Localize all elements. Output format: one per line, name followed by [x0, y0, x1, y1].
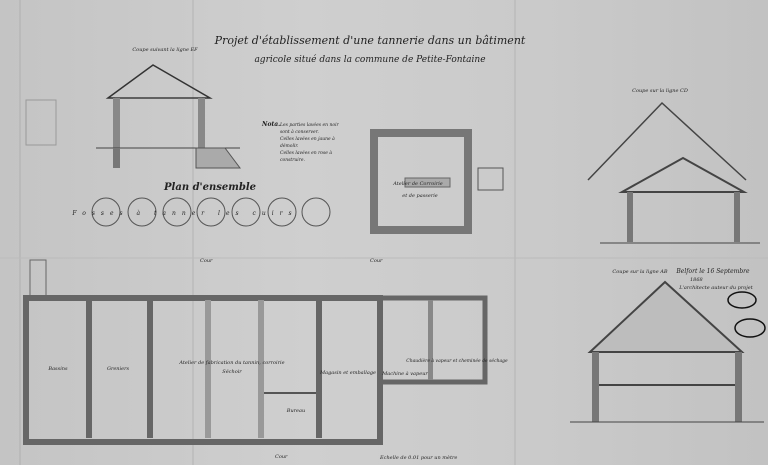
note-line: Les parties lavées en noir — [279, 121, 340, 128]
room-label: Bassins — [47, 366, 68, 372]
signature-flourish — [727, 291, 757, 309]
scale-label: Echelle de 0.01 pour un mètre — [379, 454, 457, 461]
title-line-1: Projet d'établissement d'une tannerie da… — [214, 34, 526, 47]
signature-title: L'architecte auteur du projet — [678, 285, 754, 291]
small-building-plan: Atelier de Corroirie et de passerie — [370, 129, 504, 234]
room-label: Magasin et emballage — [319, 370, 376, 376]
tanning-pits — [91, 197, 331, 227]
room-label: Chaudière à vapeur et cheminée de séchag… — [406, 357, 508, 364]
signature-flourish — [734, 318, 766, 338]
section-ef-label: Coupe suivant la ligne EF — [132, 47, 198, 53]
section-cd-label: Coupe sur la ligne CD — [632, 88, 688, 94]
note-line: démolir. — [280, 142, 299, 149]
signature-block: Belfort le 16 Septembre 1868 L'architect… — [675, 268, 766, 338]
yard-label: Cour — [200, 258, 213, 264]
note-block: Nota. Les parties lavées en noir sont à … — [261, 121, 340, 163]
room-label: Bureau — [286, 408, 305, 414]
section-ab: Coupe sur la ligne AB — [570, 269, 764, 423]
room-label: Séchoir — [222, 368, 242, 375]
room-label: Atelier de fabrication du tannin, corroi… — [178, 360, 284, 366]
section-ab-label: Coupe sur la ligne AB — [612, 269, 668, 275]
note-line: sont à conserver. — [280, 128, 319, 135]
signature-year: 1868 — [690, 277, 703, 283]
pits-label: Fosses à tanner les cuirs — [71, 210, 297, 217]
room-label: Greniers — [107, 366, 130, 372]
room-label: et de passerie — [402, 193, 438, 199]
yard-label: Cour — [370, 258, 383, 264]
plan-label: Plan d'ensemble — [163, 182, 256, 193]
note-line: Celles lavées en jaune à — [280, 135, 335, 142]
note-heading: Nota. — [261, 121, 280, 128]
signature-date: Belfort le 16 Septembre — [675, 268, 750, 275]
section-ef: Coupe suivant la ligne EF — [25, 47, 241, 169]
room-label: Atelier de Corroirie — [392, 181, 443, 187]
yard-label: Cour — [275, 454, 288, 460]
note-line: construire. — [280, 157, 306, 163]
main-floor-plan — [23, 259, 488, 445]
room-label: Machine à vapeur — [381, 370, 428, 377]
section-cd: Coupe sur la ligne CD — [587, 88, 760, 244]
title-line-2: agricole situé dans la commune de Petite… — [254, 54, 485, 65]
note-line: Celles lavées en rose à — [280, 149, 332, 156]
